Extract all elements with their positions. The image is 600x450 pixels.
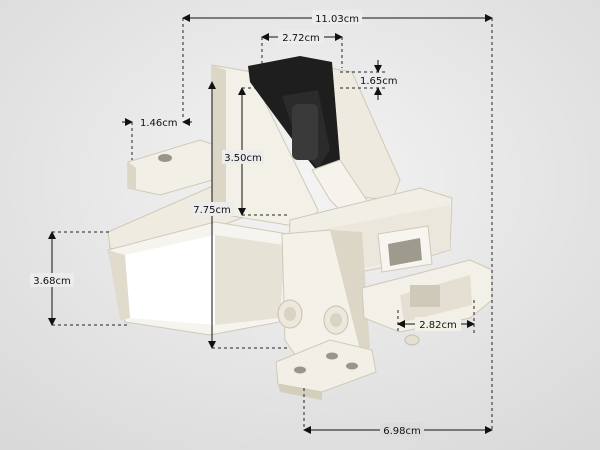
dimension-side-height: 3.68cm xyxy=(33,276,71,287)
dimension-top-width: 2.72cm xyxy=(282,33,320,44)
dimension-annotations: 11.03cm 2.72cm 1.65cm 1.46cm 3.50cm 7.75… xyxy=(30,10,493,437)
dimension-left-wing: 1.46cm xyxy=(140,118,178,129)
dimension-inner-height: 3.50cm xyxy=(224,153,262,164)
dimension-total-height: 7.75cm xyxy=(193,205,231,216)
dimension-base-width: 6.98cm xyxy=(383,426,421,437)
dimension-top-height: 1.65cm xyxy=(360,76,398,87)
dimension-overall-width: 11.03cm xyxy=(315,14,359,25)
dimension-latch-width: 2.82cm xyxy=(419,320,457,331)
plastic-part xyxy=(107,56,493,400)
